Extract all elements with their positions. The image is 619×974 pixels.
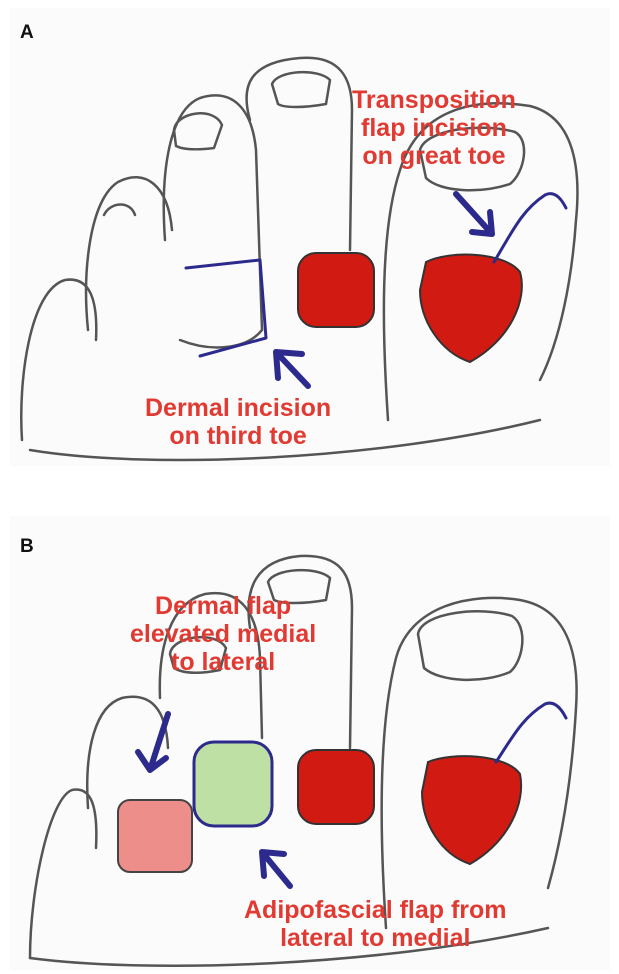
panel-a: A Transposition flap incision on great t… xyxy=(0,0,619,470)
adipofascial-flap xyxy=(194,742,272,826)
panel-a-letter: A xyxy=(20,22,34,44)
panel-b: B Dermal flap elevated medial to lateral… xyxy=(0,508,619,974)
second-toe-wound-b xyxy=(298,750,374,824)
great-toe-incision-label: Transposition flap incision on great toe xyxy=(352,86,516,170)
adipofascial-flap-label: Adipofascial flap from lateral to medial xyxy=(244,896,507,952)
dermal-flap-label: Dermal flap elevated medial to lateral xyxy=(130,592,316,676)
panel-b-letter: B xyxy=(20,536,34,558)
dermal-flap xyxy=(118,800,192,872)
second-toe-wound xyxy=(298,253,374,327)
third-toe-incision-label: Dermal incision on third toe xyxy=(145,394,331,450)
